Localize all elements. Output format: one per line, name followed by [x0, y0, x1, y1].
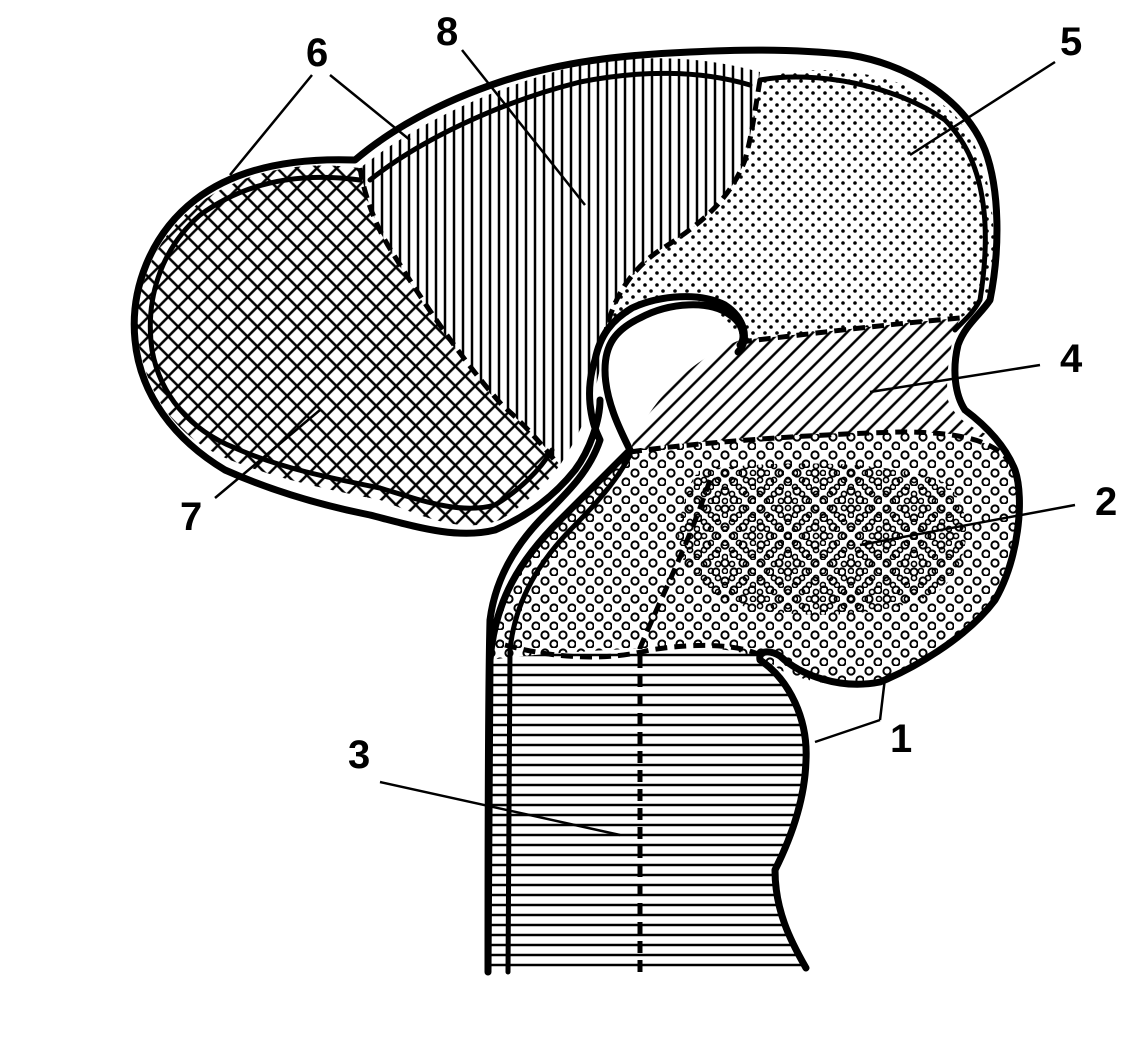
region-2-inner-fine: [678, 463, 967, 615]
leader-7: [214, 409, 321, 499]
region-7-crosshatched: [137, 165, 560, 526]
boundary-7-8: [357, 167, 558, 464]
leader-2: [859, 503, 1076, 547]
region-3-stem: [488, 646, 807, 972]
region-5-dotted: [605, 70, 994, 340]
inner-contour-left: [147, 70, 753, 511]
label-2: 2: [1095, 480, 1117, 524]
label-4: 4: [1060, 337, 1083, 381]
midline-stem: [637, 479, 713, 972]
boundary-5-8: [602, 79, 763, 336]
outer-outline: [130, 46, 1023, 976]
label-7: 7: [180, 495, 202, 539]
leader-3: [379, 780, 621, 837]
leader-6: [229, 74, 411, 176]
inner-contour-right: [505, 74, 988, 975]
leader-1: [814, 677, 887, 744]
label-8: 8: [436, 10, 458, 54]
label-6: 6: [306, 31, 328, 75]
leader-4: [869, 363, 1041, 394]
boundary-2-3: [504, 642, 762, 660]
label-5: 5: [1060, 20, 1082, 64]
label-1: 1: [890, 717, 912, 761]
region-8-vlined: [360, 58, 760, 465]
leader-5: [909, 60, 1056, 157]
leader-8: [461, 49, 586, 206]
label-3: 3: [348, 733, 370, 777]
boundary-4-5: [739, 315, 961, 345]
boundary-2-4: [629, 429, 1018, 472]
region-4-hatched: [630, 318, 1000, 450]
